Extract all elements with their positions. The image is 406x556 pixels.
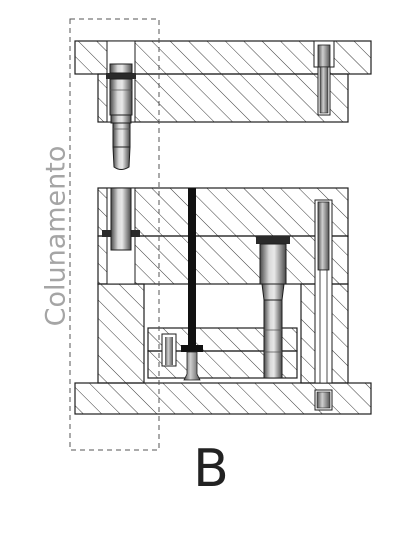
- upper-screw: [313, 40, 335, 116]
- core-plate: [97, 187, 349, 237]
- return-pin: [314, 199, 333, 411]
- stop-pin: [161, 333, 177, 367]
- guide-pillar-lower: [256, 236, 290, 379]
- support-plate: [97, 235, 349, 285]
- view-letter: B: [193, 439, 229, 499]
- spacer-block-left: [97, 283, 145, 384]
- upper-cavity-plate: [97, 73, 349, 123]
- colunamento-label: Colunamento: [40, 145, 72, 327]
- guide-bushing: [110, 187, 132, 251]
- ejector-screw: [183, 351, 201, 381]
- ejector-pin: [181, 188, 203, 352]
- guide-pillar-upper: [106, 63, 136, 170]
